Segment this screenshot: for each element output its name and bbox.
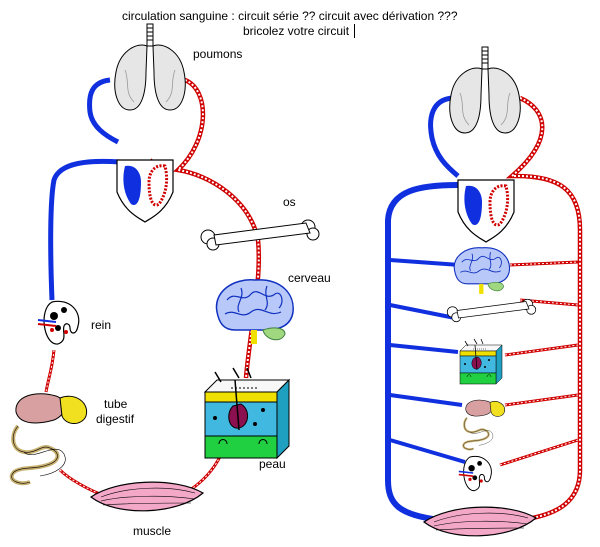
kidney-icon: [37, 300, 80, 346]
lungs-icon-right: [449, 46, 521, 134]
label-kidney: rein: [91, 318, 111, 332]
lungs-icon: [114, 23, 186, 111]
digestive-tract-icon: [9, 391, 89, 486]
brain-icon-right: [453, 247, 511, 295]
label-gut-line1: tube: [104, 397, 128, 411]
brain-icon: [215, 279, 294, 345]
muscle-icon-right: [423, 506, 537, 537]
heart-icon-right: [456, 178, 516, 244]
bone-icon-right: [446, 298, 537, 323]
label-gut-line2: digestif: [96, 412, 135, 426]
skin-icon: [204, 367, 290, 459]
label-skin: peau: [259, 457, 286, 471]
digestive-tract-icon-right: [462, 398, 506, 451]
right-vessels: [385, 95, 583, 523]
page-title-line2: bricolez votre circuit: [243, 24, 350, 38]
page-title-line1: circulation sanguine : circuit série ?? …: [122, 9, 458, 23]
text-caret: [354, 24, 355, 38]
label-muscle: muscle: [133, 524, 171, 538]
label-lungs: poumons: [193, 47, 242, 61]
label-bone: os: [283, 195, 296, 209]
left-circuit: poumons os cerveau rein tube digestif pe…: [9, 23, 331, 538]
right-circuit: [385, 46, 583, 537]
heart-icon: [115, 158, 175, 224]
skin-icon-right: [459, 338, 503, 385]
label-brain: cerveau: [288, 271, 331, 285]
muscle-icon: [90, 481, 204, 512]
